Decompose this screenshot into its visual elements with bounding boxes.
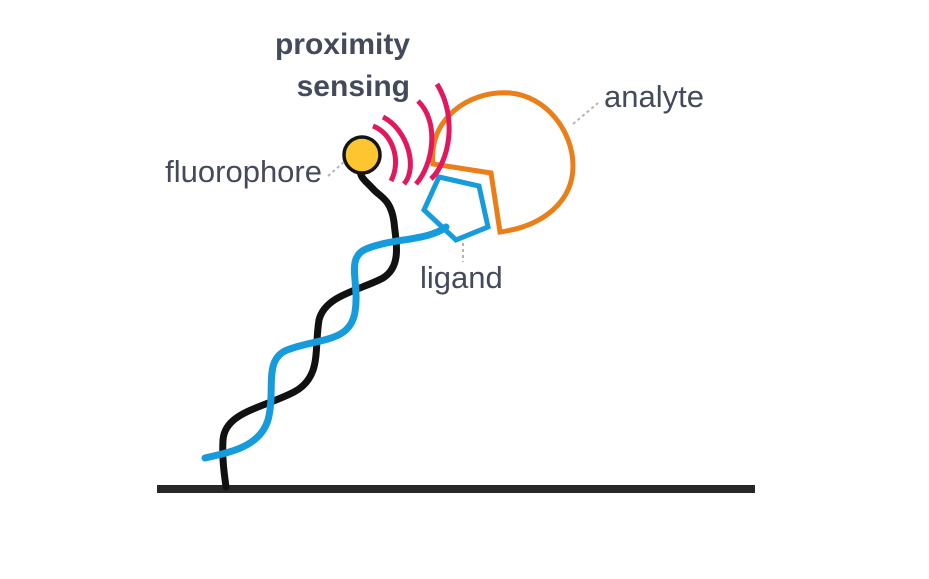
label-fluorophore: fluorophore	[165, 154, 322, 189]
label-analyte: analyte	[604, 79, 704, 114]
signal-arc-inner	[371, 123, 398, 183]
dna-strand-blue	[201, 223, 450, 462]
heading-line-1: proximity	[275, 28, 410, 61]
signal-arcs	[371, 82, 452, 186]
dna-strand-dark	[219, 163, 400, 491]
leader-fluorophore	[327, 161, 345, 177]
leader-analyte	[572, 102, 599, 125]
signal-arc-middle	[381, 114, 413, 186]
ligand-shape	[420, 174, 491, 243]
fluorophore-dot	[342, 135, 382, 175]
signal-arc-outer	[414, 99, 435, 186]
label-ligand: ligand	[420, 260, 503, 295]
signal-arc-outermost	[429, 82, 452, 181]
analyte-shape	[430, 90, 576, 235]
heading-line-2: sensing	[297, 70, 410, 103]
